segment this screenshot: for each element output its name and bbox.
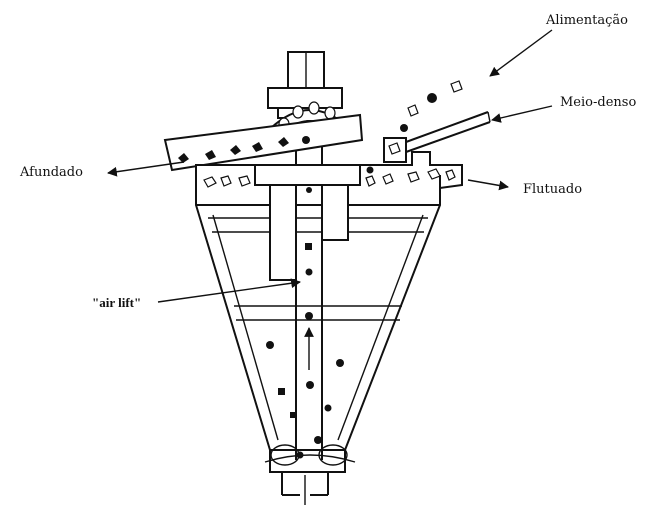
- sink-label: Afundado: [19, 165, 83, 180]
- air-lift-label: "air lift": [92, 295, 141, 310]
- feed-label: Alimentação: [545, 13, 628, 28]
- feed-arrow: [489, 29, 553, 77]
- dense-medium-label: Meio-denso: [560, 95, 636, 110]
- air-lift-arrow: [157, 278, 301, 303]
- label-arrows: [107, 29, 553, 303]
- float-label: Flutuado: [523, 182, 582, 197]
- air-injection-nozzle: [264, 444, 356, 466]
- sink-arrow: [107, 161, 185, 177]
- float-launder: [195, 151, 463, 190]
- separator-vessel: [195, 175, 441, 505]
- float-arrow: [467, 179, 509, 191]
- sink-discharge-chute: [163, 113, 364, 172]
- dense-medium-arrow: [491, 105, 553, 123]
- feed-inlet: [383, 80, 491, 163]
